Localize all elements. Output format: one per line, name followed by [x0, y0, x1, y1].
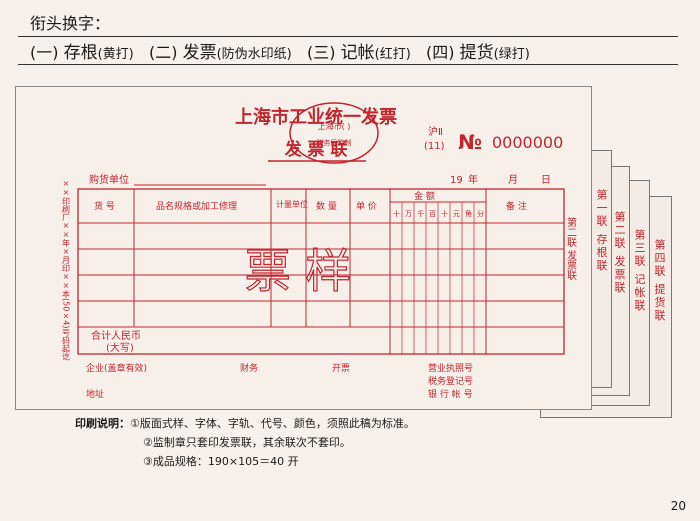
- footer-bank: 银 行 帐 号: [428, 388, 473, 400]
- digit-3: 百: [429, 210, 436, 218]
- item-table: [77, 188, 565, 355]
- note-3: ③成品规格：190×105＝40 开: [143, 455, 299, 468]
- col-remark: 备 注: [506, 200, 527, 212]
- page-number: 20: [670, 499, 686, 513]
- footer-tax-reg: 税务登记号: [428, 375, 473, 387]
- note-1: ①版面式样、字体、字轨、代号、颜色，须照此稿为标准。: [130, 417, 415, 430]
- series-code: 沪Ⅱ: [428, 125, 443, 138]
- invoice-svg: 上海市( ) 税务局监制 上海市工业统一发票 发 票 联 沪Ⅱ (11) № 0…: [62, 102, 577, 400]
- digit-0: 十: [393, 209, 400, 218]
- footer-company: 企业(盖章有效): [86, 362, 147, 374]
- notes-heading: 印刷说明：: [75, 417, 130, 430]
- stamp-text-1: 上海市( ): [318, 121, 351, 131]
- col-price: 单 价: [356, 200, 377, 212]
- digit-2: 千: [417, 209, 424, 218]
- date-year-unit: 年: [468, 173, 478, 186]
- copy-item-2: (二) 发票(防伪水印纸): [149, 43, 292, 63]
- invoice-number: 0000000: [492, 133, 563, 152]
- stamp-text-2: 税务局监制: [317, 138, 352, 147]
- col-unit: 计量单位: [276, 199, 308, 209]
- copy-item-1: (一) 存根(黄打): [30, 43, 134, 63]
- digit-1: 万: [405, 210, 412, 218]
- col-amount: 金 额: [414, 190, 435, 202]
- digit-7: 分: [477, 209, 484, 218]
- copy-label: 第二联 发票联: [565, 216, 577, 281]
- divider-top: [18, 36, 678, 37]
- number-mark: №: [458, 130, 482, 154]
- page-heading: 衔头换字：: [30, 14, 111, 33]
- total-label: 合计人民币: [91, 329, 141, 342]
- col-qty: 数 量: [316, 200, 337, 212]
- invoice-title: 上海市工业统一发票: [235, 106, 397, 128]
- footer-finance: 财务: [240, 362, 258, 374]
- date-month: 月: [508, 174, 518, 186]
- series-number: (11): [424, 141, 445, 152]
- printer-side-note: ××印刷厂××年×月印××本(50×4)号码起讫: [62, 179, 71, 361]
- footer-issuer: 开票: [332, 363, 350, 374]
- digit-6: 角: [465, 209, 472, 218]
- buyer-label: 购货单位: [89, 173, 129, 186]
- digit-5: 元: [453, 210, 460, 218]
- note-2: ②监制章只套印发票联，其余联次不套印。: [143, 436, 351, 449]
- col-name-spec: 品名规格或加工修理: [156, 200, 237, 212]
- col-item-no: 货 号: [94, 200, 115, 212]
- date-year: 19: [450, 175, 463, 186]
- specimen-watermark: 票 样: [245, 244, 352, 298]
- print-notes: 印刷说明：①版面式样、字体、字轨、代号、颜色，须照此稿为标准。 ②监制章只套印发…: [75, 414, 415, 471]
- invoice-subtitle: 发 票 联: [284, 139, 348, 160]
- seal-stamp: [289, 102, 379, 164]
- footer-license: 营业执照号: [428, 362, 473, 374]
- footer-address: 地址: [86, 388, 104, 400]
- digit-4: 十: [441, 209, 448, 218]
- total-sub: (大写): [106, 341, 134, 354]
- copy-list: (一) 存根(黄打) (二) 发票(防伪水印纸) (三) 记帐(红打) (四) …: [30, 38, 530, 63]
- copy-item-3: (三) 记帐(红打): [307, 43, 411, 63]
- invoice-form: 上海市( ) 税务局监制 上海市工业统一发票 发 票 联 沪Ⅱ (11) № 0…: [15, 86, 592, 410]
- divider-bottom: [18, 64, 678, 65]
- date-day: 日: [541, 175, 551, 186]
- copy-item-4: (四) 提货(绿打): [426, 43, 530, 63]
